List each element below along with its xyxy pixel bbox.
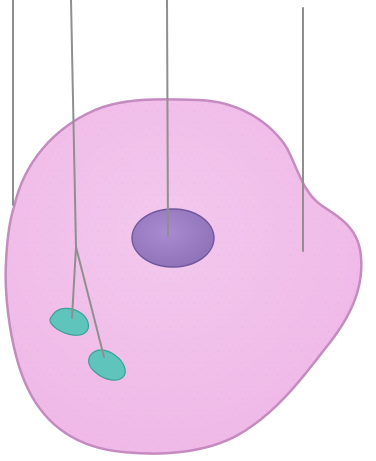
pointer-line-nucleus: [167, 0, 168, 236]
nucleus: [132, 209, 214, 267]
cytoplasm: [6, 99, 362, 453]
cell-body: [6, 99, 362, 453]
